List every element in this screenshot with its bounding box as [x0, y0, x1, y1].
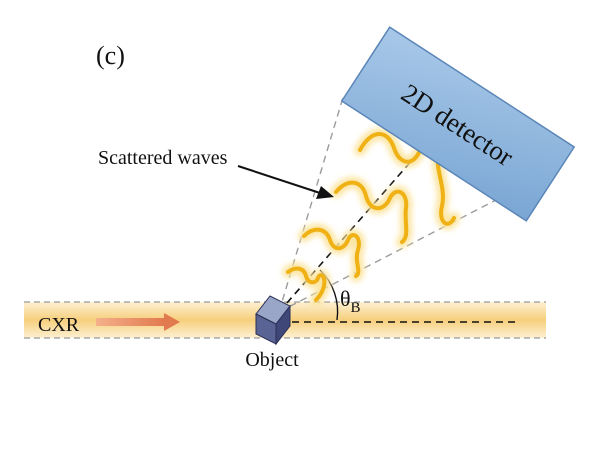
panel-label: (c) [96, 41, 125, 70]
object-cube [255, 295, 291, 346]
scattered-waves-pointer [237, 165, 334, 199]
wave-4 [286, 266, 327, 302]
wave-2 [334, 180, 409, 244]
bragg-angle-label: θB [340, 286, 361, 316]
scattered-waves-label: Scattered waves [98, 147, 228, 169]
beam-arrow [96, 313, 180, 331]
scattered-waves [282, 128, 460, 306]
beam-label: CXR [38, 314, 80, 336]
object-label: Object [245, 349, 299, 371]
detector: 2D detector [340, 26, 576, 222]
wave-3 [302, 227, 361, 278]
